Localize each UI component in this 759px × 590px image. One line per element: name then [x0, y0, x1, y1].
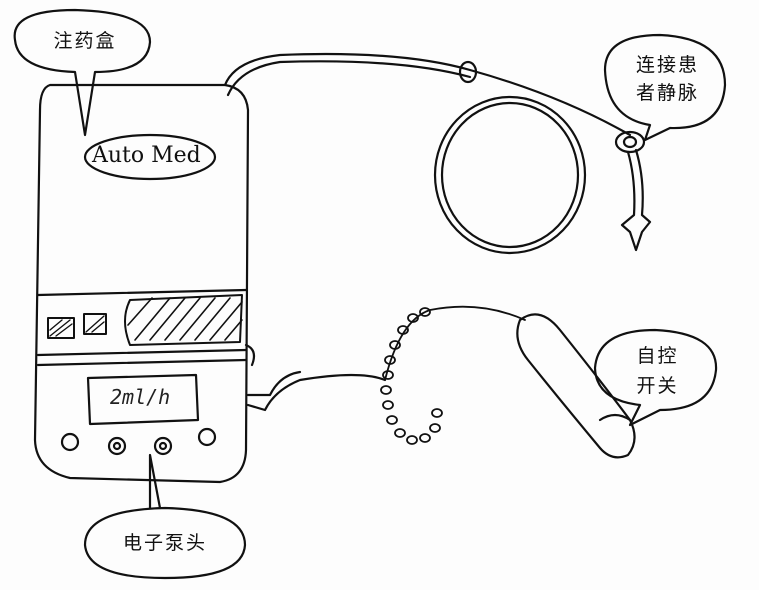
label-electronic-pump-head: 电子泵头	[122, 532, 207, 554]
label-connect-vein-2: 者静脉	[635, 82, 699, 104]
pump-divider-low	[36, 358, 248, 367]
callout-pump-head	[83, 506, 247, 580]
display-screen	[86, 373, 200, 426]
display-readout: 2ml/h	[110, 385, 171, 409]
callout-switch	[593, 328, 718, 427]
brand-name: Auto Med	[92, 143, 201, 168]
infusion-tube	[223, 52, 632, 137]
pump-divider-mid	[36, 348, 248, 357]
indicator-right	[83, 313, 107, 335]
pump-body	[33, 83, 250, 484]
callout-vein	[603, 33, 727, 142]
pump-divider-top	[36, 288, 248, 297]
brand-ellipse	[83, 133, 217, 181]
hatch-lines	[127, 297, 243, 341]
hatched-window	[124, 294, 243, 346]
tube-coil	[433, 95, 587, 255]
button-1	[60, 432, 80, 452]
button-4	[197, 427, 217, 447]
button-2	[107, 436, 127, 456]
callout-medicine-box	[13, 8, 152, 137]
indicator-left	[47, 317, 75, 339]
hand-switch	[516, 313, 636, 459]
button-3	[153, 436, 173, 456]
connector-ring	[614, 130, 646, 154]
pump-right-edge	[244, 343, 256, 367]
needle	[620, 148, 652, 252]
label-connect-vein-1: 连接患	[635, 54, 699, 76]
label-self-control-2: 开关	[636, 375, 679, 397]
label-self-control-1: 自控	[636, 345, 679, 367]
coiled-cord	[380, 305, 526, 445]
label-medicine-box: 注药盒	[53, 30, 117, 52]
pump-cable	[246, 373, 387, 412]
